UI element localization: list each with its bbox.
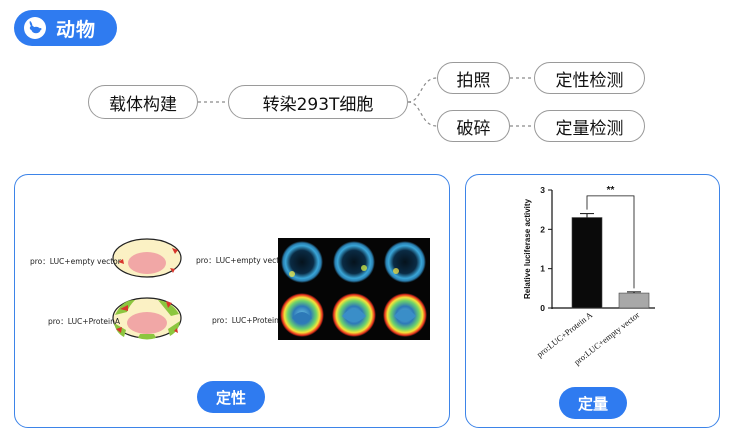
fluor-row-protein: [280, 293, 427, 337]
node-lyse-label: 破碎: [456, 118, 491, 139]
node-quantitative-detect-label: 定量检测: [555, 118, 624, 139]
qualitative-button-label: 定性: [215, 388, 246, 407]
y-tick-label: 2: [540, 224, 545, 234]
y-tick-label: 1: [540, 264, 545, 274]
cell-empty-vector: [112, 238, 182, 278]
y-axis-label: Relative luciferase activity: [523, 198, 532, 299]
node-qualitative-detect: 定性检测: [534, 62, 645, 94]
y-tick-label: 3: [540, 185, 545, 195]
node-quantitative-detect: 定量检测: [534, 110, 645, 142]
cell-protein-a: [112, 297, 182, 340]
fluor-row-empty: [281, 241, 426, 283]
node-vector-construct: 载体构建: [88, 85, 198, 119]
connector-transfect-lyse: [407, 101, 438, 127]
y-tick-label: 0: [540, 303, 545, 313]
significance-bracket: [586, 195, 635, 289]
flow-connectors: [198, 77, 534, 127]
rabbit-icon: [24, 17, 46, 39]
node-vector-construct-label: 载体构建: [109, 94, 177, 115]
node-photo-label: 拍照: [456, 70, 491, 91]
bar-0: [571, 217, 603, 309]
node-lyse: 破碎: [437, 110, 510, 142]
quantitative-button-label: 定量: [577, 394, 608, 413]
label-empty-vector-right: pro：LUC+empty vector: [196, 256, 287, 265]
label-protein-a: pro：LUC+ProteinA: [48, 317, 121, 326]
bar-1: [618, 292, 650, 309]
fluorescence-images: [278, 238, 430, 340]
label-protein-a-right: pro：LUC+ProteinA: [212, 316, 285, 325]
connector-transfect-photo: [407, 77, 438, 103]
node-transfect: 转染293T细胞: [228, 85, 408, 119]
quantitative-button[interactable]: 定量: [559, 387, 627, 419]
qualitative-button[interactable]: 定性: [197, 381, 265, 413]
section-header: 动物: [14, 10, 117, 46]
node-qualitative-detect-label: 定性检测: [555, 70, 624, 91]
node-transfect-label: 转染293T细胞: [262, 94, 374, 115]
label-empty-vector: pro：LUC+empty vector: [30, 257, 121, 266]
significance-marker: **: [607, 185, 615, 196]
section-title: 动物: [56, 18, 97, 41]
node-photo: 拍照: [437, 62, 510, 94]
